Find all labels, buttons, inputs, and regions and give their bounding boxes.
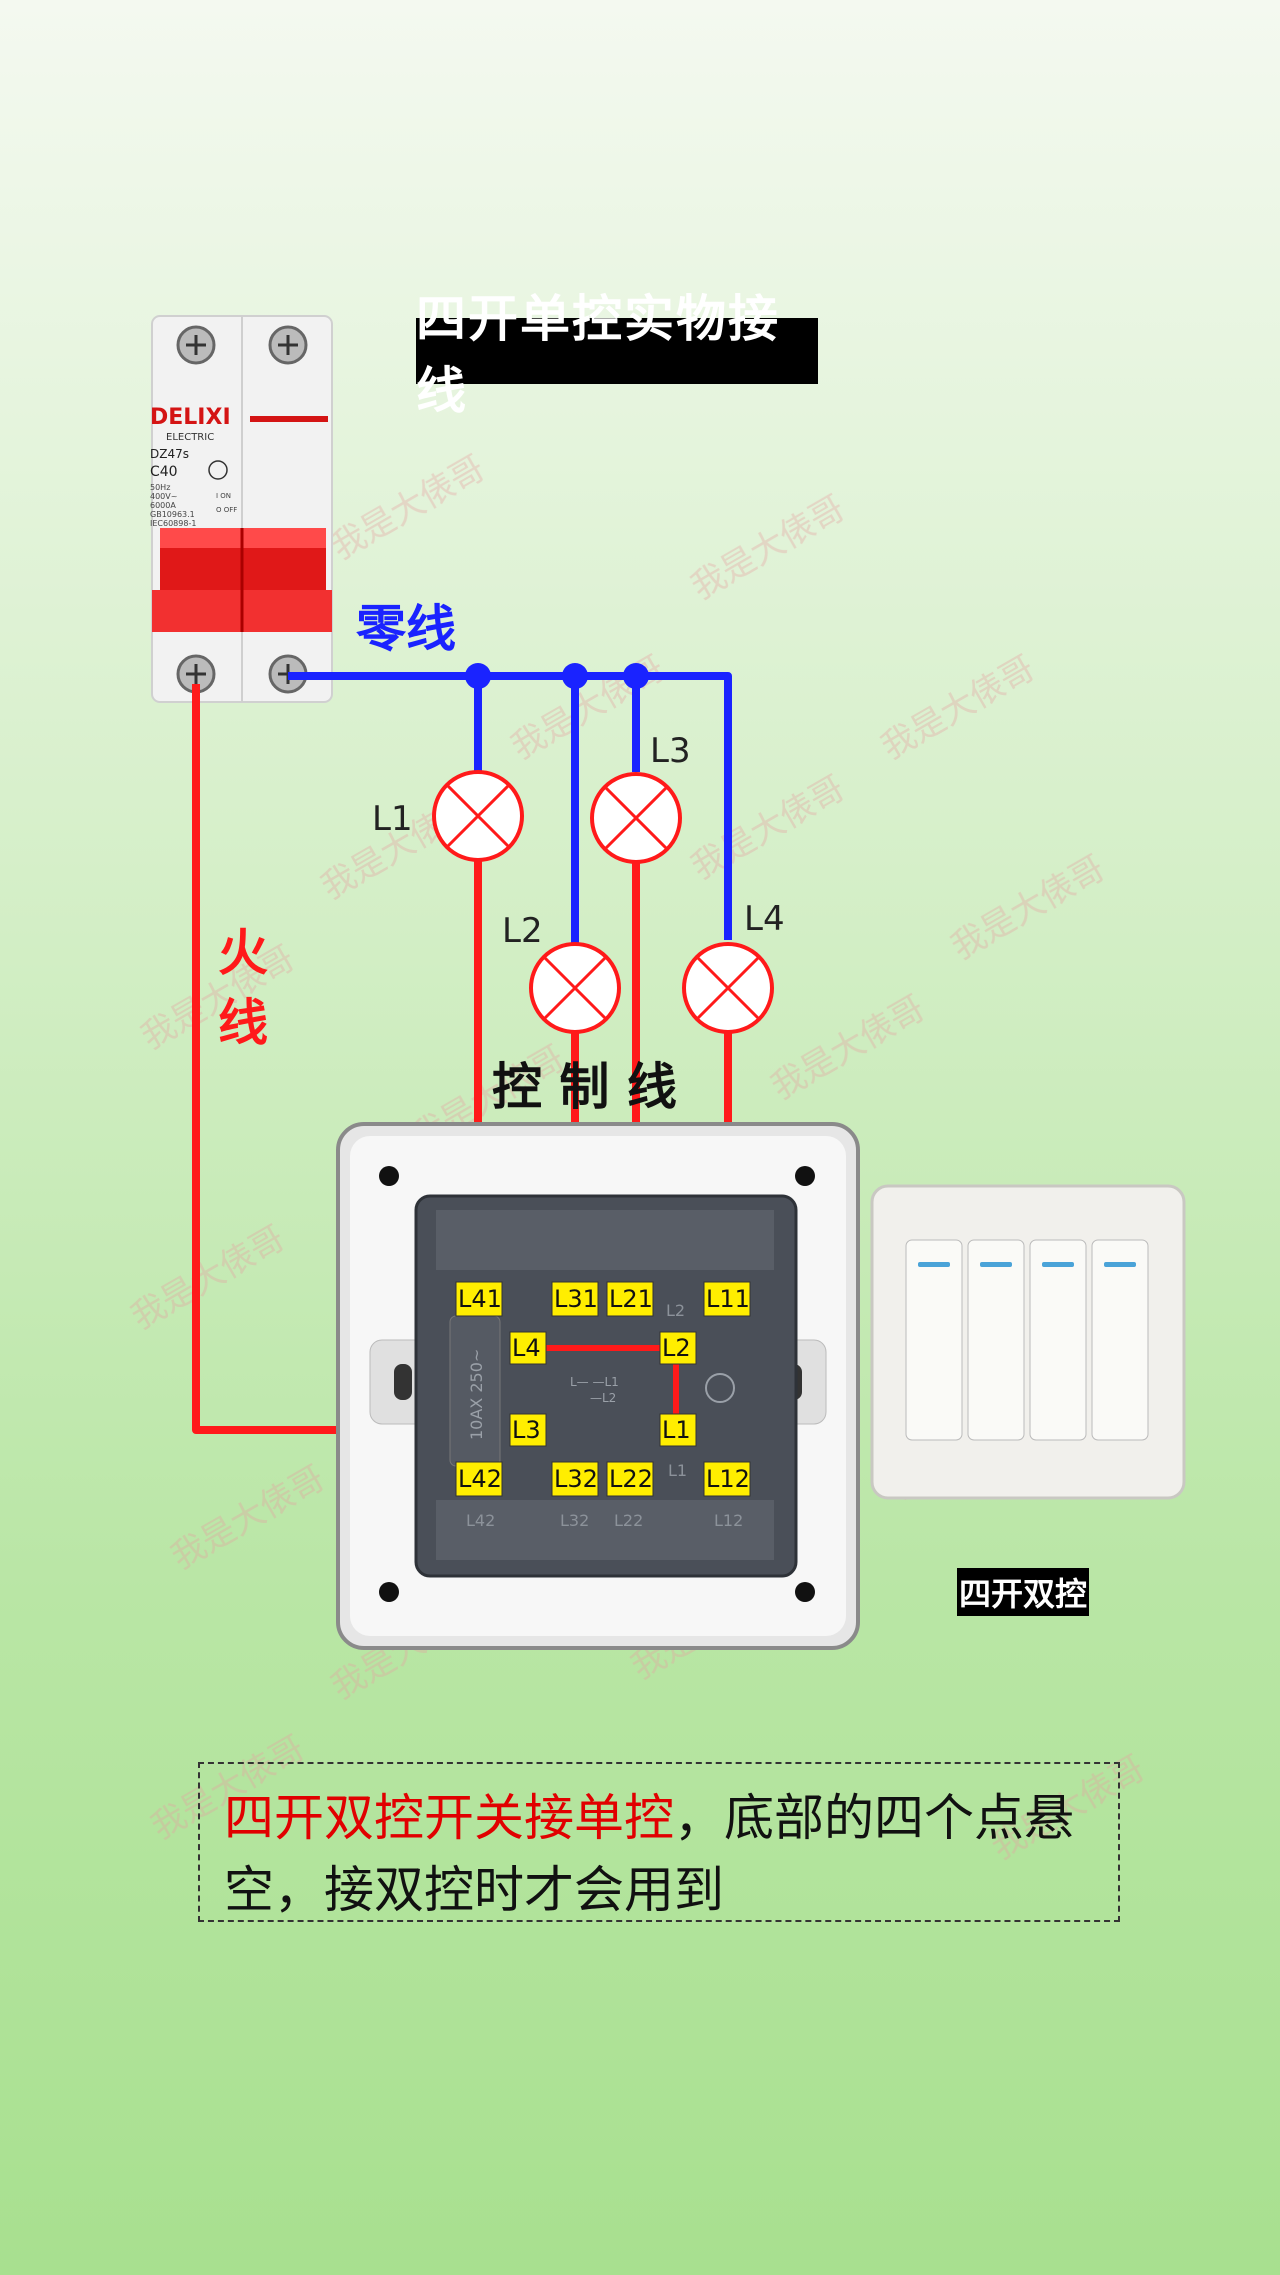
watermark: 我是大俵哥 [165, 1458, 332, 1578]
page-title: 四开单控实物接线 [416, 290, 818, 420]
note-rest: ，底部的四个点悬空，接双控时才会用到 [224, 1789, 1074, 1919]
terminal-L1: L1 [662, 1416, 691, 1444]
terminal-L41: L41 [458, 1285, 502, 1313]
breaker-on: I ON [216, 492, 231, 500]
breaker-model: DZ47s [150, 447, 189, 461]
breaker-brand: DELIXI [150, 405, 231, 430]
terminal-L31: L31 [554, 1285, 598, 1313]
lamp-label-L1: L1 [372, 799, 413, 839]
terminal-L42: L42 [458, 1465, 502, 1493]
lamp-label-L3: L3 [650, 731, 691, 771]
control-label: 控 制 线 [492, 1058, 677, 1116]
breaker-spec: IEC60898-1 [150, 519, 196, 528]
watermark: 我是大俵哥 [685, 488, 852, 608]
neutral-label: 零线 [356, 600, 456, 658]
watermark: 我是大俵哥 [685, 768, 852, 888]
rating-text: 10AX 250~ [467, 1349, 486, 1440]
svg-text:L12: L12 [714, 1511, 743, 1530]
watermark: 我是大俵哥 [765, 988, 932, 1108]
terminal-L3: L3 [512, 1416, 541, 1444]
lamp-L2 [529, 942, 621, 1034]
watermark: 我是大俵哥 [945, 848, 1112, 968]
terminal-labels: L41 L31 L21 L11 L4 L2 L3 L1 L42 L32 L22 … [455, 1281, 751, 1497]
terminal-L32: L32 [554, 1465, 598, 1493]
lamp-label-L2: L2 [502, 911, 543, 951]
watermark: 我是大俵哥 [125, 1218, 292, 1338]
breaker-spec: GB10963.1 [150, 510, 195, 519]
watermark: 我是大俵哥 [875, 648, 1042, 768]
breaker-spec: 6000A [150, 501, 176, 510]
breaker-off: O OFF [216, 506, 237, 514]
svg-text:L42: L42 [466, 1511, 495, 1530]
terminal-L11: L11 [706, 1285, 750, 1313]
terminal-L21: L21 [609, 1285, 653, 1313]
svg-text:L32: L32 [560, 1511, 589, 1530]
note-highlight: 四开双控开关接单控 [224, 1789, 674, 1847]
live-label-2: 线 [218, 994, 268, 1052]
terminal-L22: L22 [609, 1465, 653, 1493]
lamp-L1 [432, 770, 524, 862]
svg-text:L2: L2 [666, 1301, 685, 1320]
breaker-rating: C40 [150, 464, 178, 480]
live-label-1: 火 [218, 924, 268, 982]
terminal-L4: L4 [512, 1334, 541, 1362]
neutral-junctions [465, 663, 649, 689]
lamp-L4 [682, 942, 774, 1034]
lamp-label-L4: L4 [744, 899, 785, 939]
svg-text:L1: L1 [668, 1461, 687, 1480]
terminal-L2: L2 [662, 1334, 691, 1362]
svg-text:—L2: —L2 [590, 1391, 616, 1405]
lamp-L3 [590, 772, 682, 864]
breaker-spec: 400V~ [150, 492, 177, 501]
breaker-spec: 50Hz [150, 483, 170, 492]
svg-text:L22: L22 [614, 1511, 643, 1530]
watermark: 我是大俵哥 [505, 648, 672, 768]
svg-text:L— —L1: L— —L1 [570, 1375, 619, 1389]
switch-back-plate: 10AX 250~ L— —L1 —L2 [336, 1122, 860, 1650]
switch-front-photo [870, 1184, 1186, 1500]
watermark: 我是大俵哥 [325, 448, 492, 568]
breaker-sub: ELECTRIC [166, 432, 214, 443]
switch-photo-label: 四开双控 [957, 1568, 1089, 1616]
terminal-L12: L12 [706, 1465, 750, 1493]
note-box: 四开双控开关接单控，底部的四个点悬空，接双控时才会用到 [198, 1762, 1120, 1922]
circuit-breaker: DELIXI ELECTRIC DZ47s C40 50Hz 400V~ 600… [150, 315, 333, 703]
